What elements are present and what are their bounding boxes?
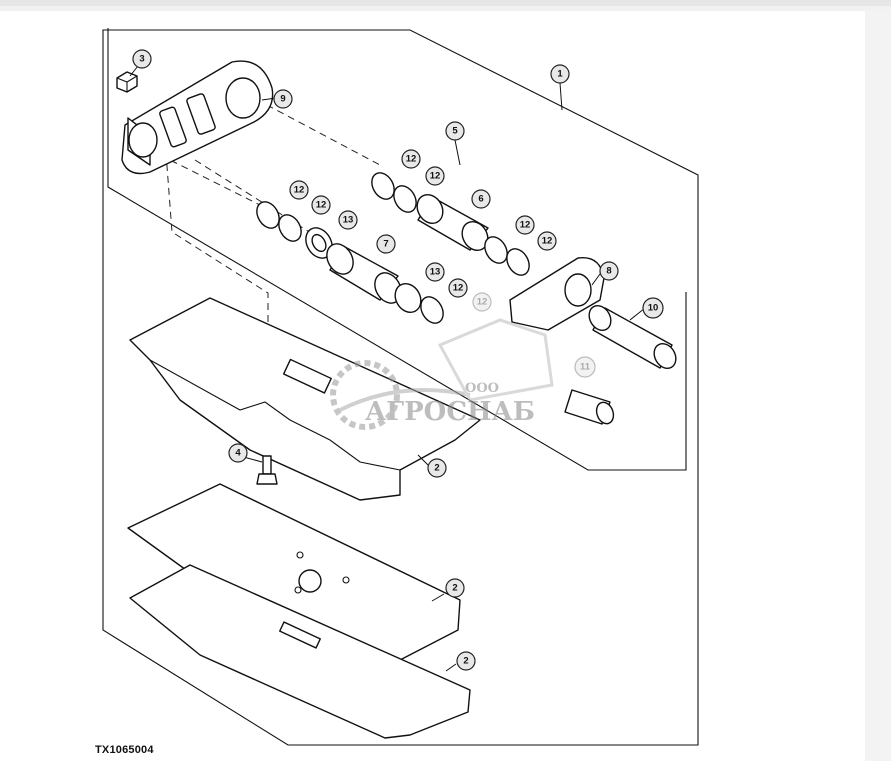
- svg-text:12: 12: [430, 171, 441, 182]
- callout-2a: 2: [427, 458, 447, 478]
- callout-2c: 2: [456, 651, 476, 671]
- callout-12b: 12: [425, 166, 445, 186]
- track-shoe-lower: [129, 564, 471, 739]
- callout-7: 7: [376, 234, 396, 254]
- leader-lines: [129, 65, 646, 672]
- svg-text:12: 12: [520, 220, 531, 231]
- seal-rings-lower: [394, 282, 444, 324]
- nut-part: [116, 71, 138, 93]
- callout-12d: 12: [311, 195, 331, 215]
- callout-8: 8: [599, 261, 619, 281]
- callout-6: 6: [471, 189, 491, 209]
- seal-rings-left: [256, 201, 333, 259]
- seal-rings-right: [484, 236, 530, 276]
- callout-12e: 12: [515, 215, 535, 235]
- callout-1: 1: [550, 64, 570, 84]
- callout-11: 11: [574, 356, 596, 378]
- callout-4: 4: [228, 443, 248, 463]
- dashed-guide-lines: [159, 87, 381, 372]
- svg-text:11: 11: [580, 362, 591, 373]
- callout-5: 5: [445, 121, 465, 141]
- callout-9: 9: [273, 89, 293, 109]
- top-bar: [0, 0, 891, 6]
- bolt-part: [256, 455, 278, 485]
- watermark-line2: АГРОСНАБ: [365, 397, 535, 427]
- master-pin: [564, 389, 615, 425]
- track-link-right: [509, 256, 605, 331]
- callout-10: 10: [642, 297, 664, 319]
- figure-id-label: TX1065004: [95, 744, 154, 756]
- callout-12h: 12: [472, 292, 492, 312]
- svg-text:2: 2: [463, 656, 468, 667]
- bushing-6: [416, 193, 489, 252]
- svg-text:2: 2: [452, 583, 457, 594]
- seal-rings-upper: [371, 172, 417, 213]
- svg-text:5: 5: [452, 126, 458, 137]
- track-link-left: [121, 60, 274, 175]
- svg-text:12: 12: [294, 185, 305, 196]
- svg-text:12: 12: [406, 154, 417, 165]
- callout-12f: 12: [537, 231, 557, 251]
- right-gutter: [865, 11, 891, 761]
- svg-text:10: 10: [648, 303, 659, 314]
- svg-text:13: 13: [430, 267, 441, 278]
- svg-text:8: 8: [606, 266, 611, 277]
- callout-3: 3: [132, 49, 152, 69]
- assembly-box-outline: [107, 28, 687, 471]
- callout-2b: 2: [445, 578, 465, 598]
- svg-text:12: 12: [477, 297, 488, 308]
- watermark: ООО АГРОСНАБ: [330, 318, 554, 430]
- callout-13b: 13: [425, 262, 445, 282]
- bushing-7: [326, 243, 402, 304]
- svg-text:2: 2: [434, 463, 439, 474]
- track-pin: [588, 304, 677, 370]
- svg-text:3: 3: [139, 54, 144, 65]
- svg-text:13: 13: [343, 215, 354, 226]
- svg-text:1: 1: [557, 69, 563, 80]
- svg-text:4: 4: [235, 448, 241, 459]
- watermark-line1: ООО: [465, 381, 499, 396]
- diagram-frame: [102, 29, 699, 746]
- callout-12c: 12: [289, 180, 309, 200]
- svg-text:12: 12: [542, 236, 553, 247]
- callout-13a: 13: [338, 210, 358, 230]
- svg-text:12: 12: [316, 200, 327, 211]
- svg-text:6: 6: [478, 194, 483, 205]
- svg-text:9: 9: [280, 94, 285, 105]
- callout-12a: 12: [401, 149, 421, 169]
- callout-12g: 12: [448, 278, 468, 298]
- svg-text:12: 12: [453, 283, 464, 294]
- svg-text:7: 7: [383, 239, 388, 250]
